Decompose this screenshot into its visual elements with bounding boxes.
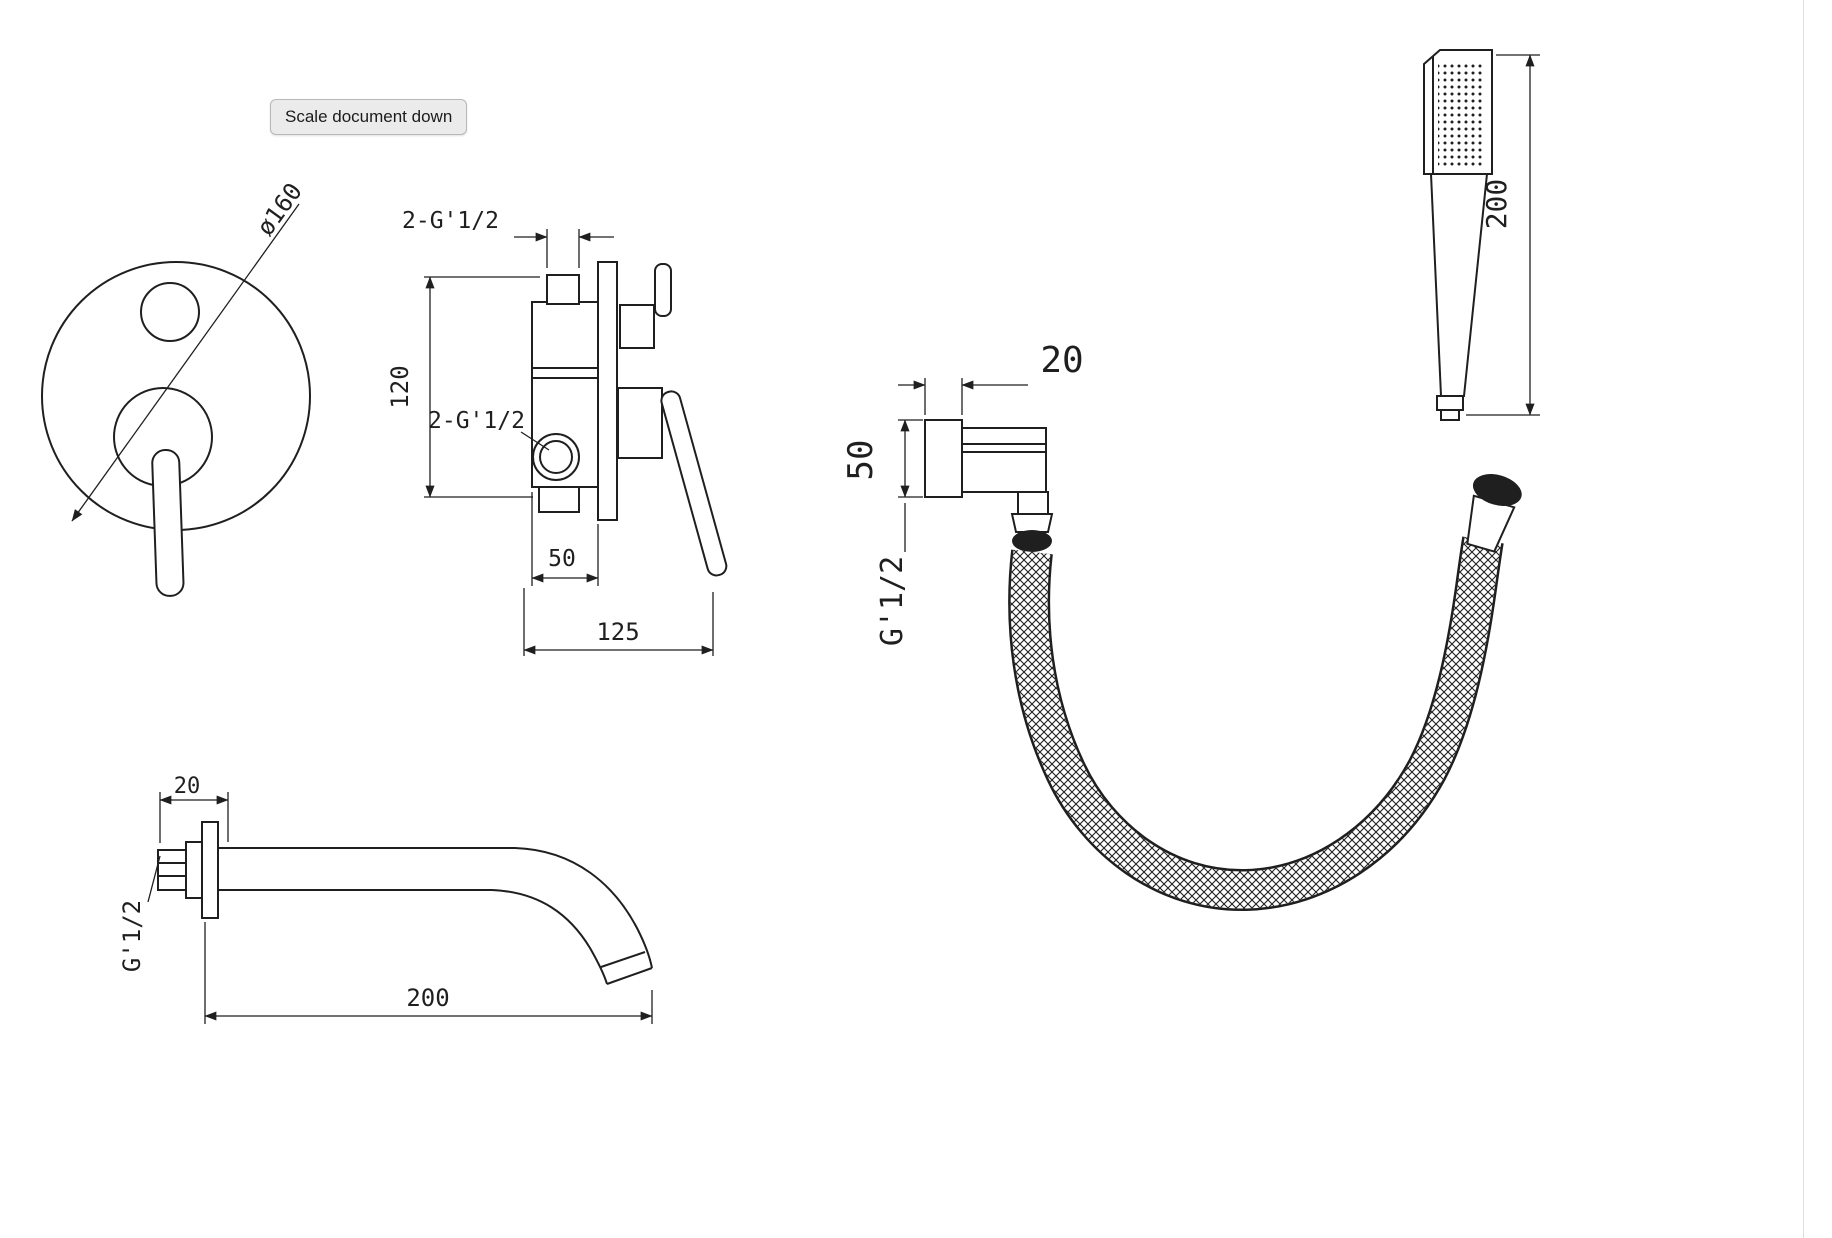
valve-bottom-port xyxy=(538,486,580,513)
tooltip-label: Scale document down xyxy=(285,107,453,126)
elbow-outlet-stub xyxy=(1017,491,1049,515)
hose-end-cone xyxy=(1466,494,1516,553)
hand-shower-length-label: 200 xyxy=(1480,179,1513,230)
spray-face-dots xyxy=(1438,62,1484,166)
hose-end-fitting xyxy=(1466,474,1522,553)
valve-side-port-inner xyxy=(539,440,573,474)
hand-shower-handle xyxy=(1429,173,1489,397)
diverter-stem xyxy=(654,263,672,317)
trim-plate-diverter-knob xyxy=(140,282,200,342)
elbow-thread-label: G'1/2 xyxy=(875,556,910,646)
mixer-side-thread-label: 2-G'1/2 xyxy=(428,408,525,434)
trim-plate-lever xyxy=(151,448,185,597)
spout-drawing: 20 G'1/2 200 xyxy=(118,774,653,1024)
leader-line xyxy=(520,431,550,451)
spout-wall-stub xyxy=(157,849,187,891)
elbow-height-label: 50 xyxy=(841,440,881,481)
spout-tip-line xyxy=(600,951,646,968)
spout-depth-label: 20 xyxy=(174,774,201,799)
spout-tip-cap xyxy=(606,967,653,985)
hand-shower-drawing: 200 xyxy=(1423,49,1540,421)
hose-end-cap xyxy=(1472,474,1522,506)
wall-elbow-drawing: 20 50 G'1/2 xyxy=(841,340,1522,912)
handle-lever xyxy=(660,390,728,577)
elbow-body xyxy=(961,427,1047,493)
elbow-wall-flange xyxy=(924,419,963,498)
window-edge-divider xyxy=(1803,0,1804,1238)
mixer-height-label: 120 xyxy=(386,365,414,408)
spout-length-label: 200 xyxy=(406,984,449,1012)
mixer-top-thread-label: 2-G'1/2 xyxy=(402,208,499,234)
shower-hose xyxy=(1008,474,1522,912)
valve-top-port xyxy=(546,274,580,305)
mixer-depth-label: 50 xyxy=(548,546,576,572)
diameter-dimension-line xyxy=(71,203,300,522)
mixer-valve-drawing: 2-G'1/2 2-G'1/2 120 50 125 xyxy=(386,208,728,656)
hose-nut xyxy=(1010,513,1054,533)
mixer-width-label: 125 xyxy=(596,618,639,646)
spout-flange xyxy=(201,821,219,919)
trim-plate-diameter-label: ø160 xyxy=(251,178,308,241)
trim-plate-drawing: ø160 xyxy=(41,178,311,597)
valve-back-plate xyxy=(597,261,618,521)
hose-braid-texture xyxy=(1010,536,1502,909)
spout-collar xyxy=(185,841,203,899)
leader-line xyxy=(147,855,161,903)
scale-document-tooltip[interactable]: Scale document down xyxy=(270,99,468,135)
handle-nipple xyxy=(1440,409,1460,421)
spout-tube-top xyxy=(218,847,653,969)
handle-connector xyxy=(1436,395,1464,411)
hose-nut-collar xyxy=(1012,530,1052,552)
diverter-block xyxy=(619,304,655,349)
spout-tube-bottom xyxy=(218,889,608,985)
elbow-depth-label: 20 xyxy=(1040,340,1083,381)
spout-thread-label: G'1/2 xyxy=(118,900,146,972)
handle-block xyxy=(617,387,663,459)
